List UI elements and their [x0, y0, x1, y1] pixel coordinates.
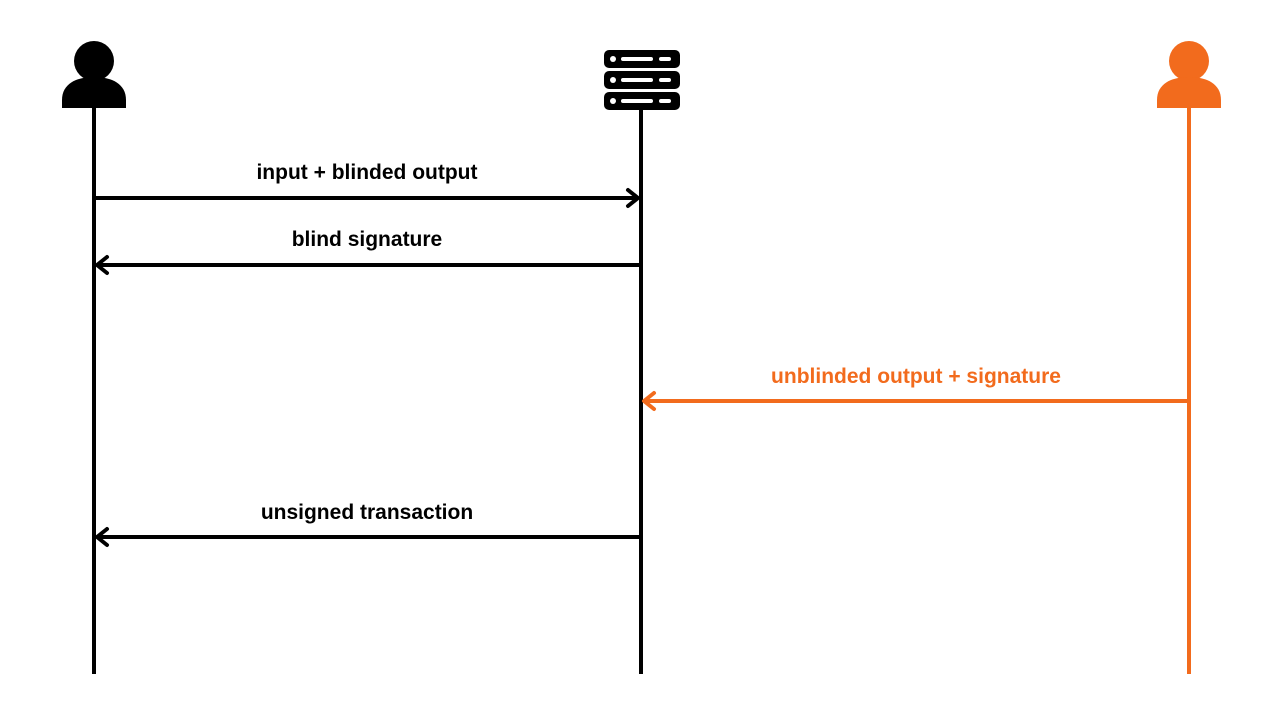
- message-arrow: [95, 527, 641, 547]
- message-arrow: [642, 391, 1189, 411]
- message-label: unsigned transaction: [261, 501, 473, 524]
- message-label: blind signature: [292, 228, 443, 251]
- server-icon: [604, 50, 680, 110]
- message-arrow: [94, 188, 640, 208]
- message-label: input + blinded output: [256, 161, 477, 184]
- message-label: unblinded output + signature: [771, 365, 1061, 388]
- person-icon: [62, 41, 126, 108]
- person-icon: [1157, 41, 1221, 108]
- message-arrow: [95, 255, 641, 275]
